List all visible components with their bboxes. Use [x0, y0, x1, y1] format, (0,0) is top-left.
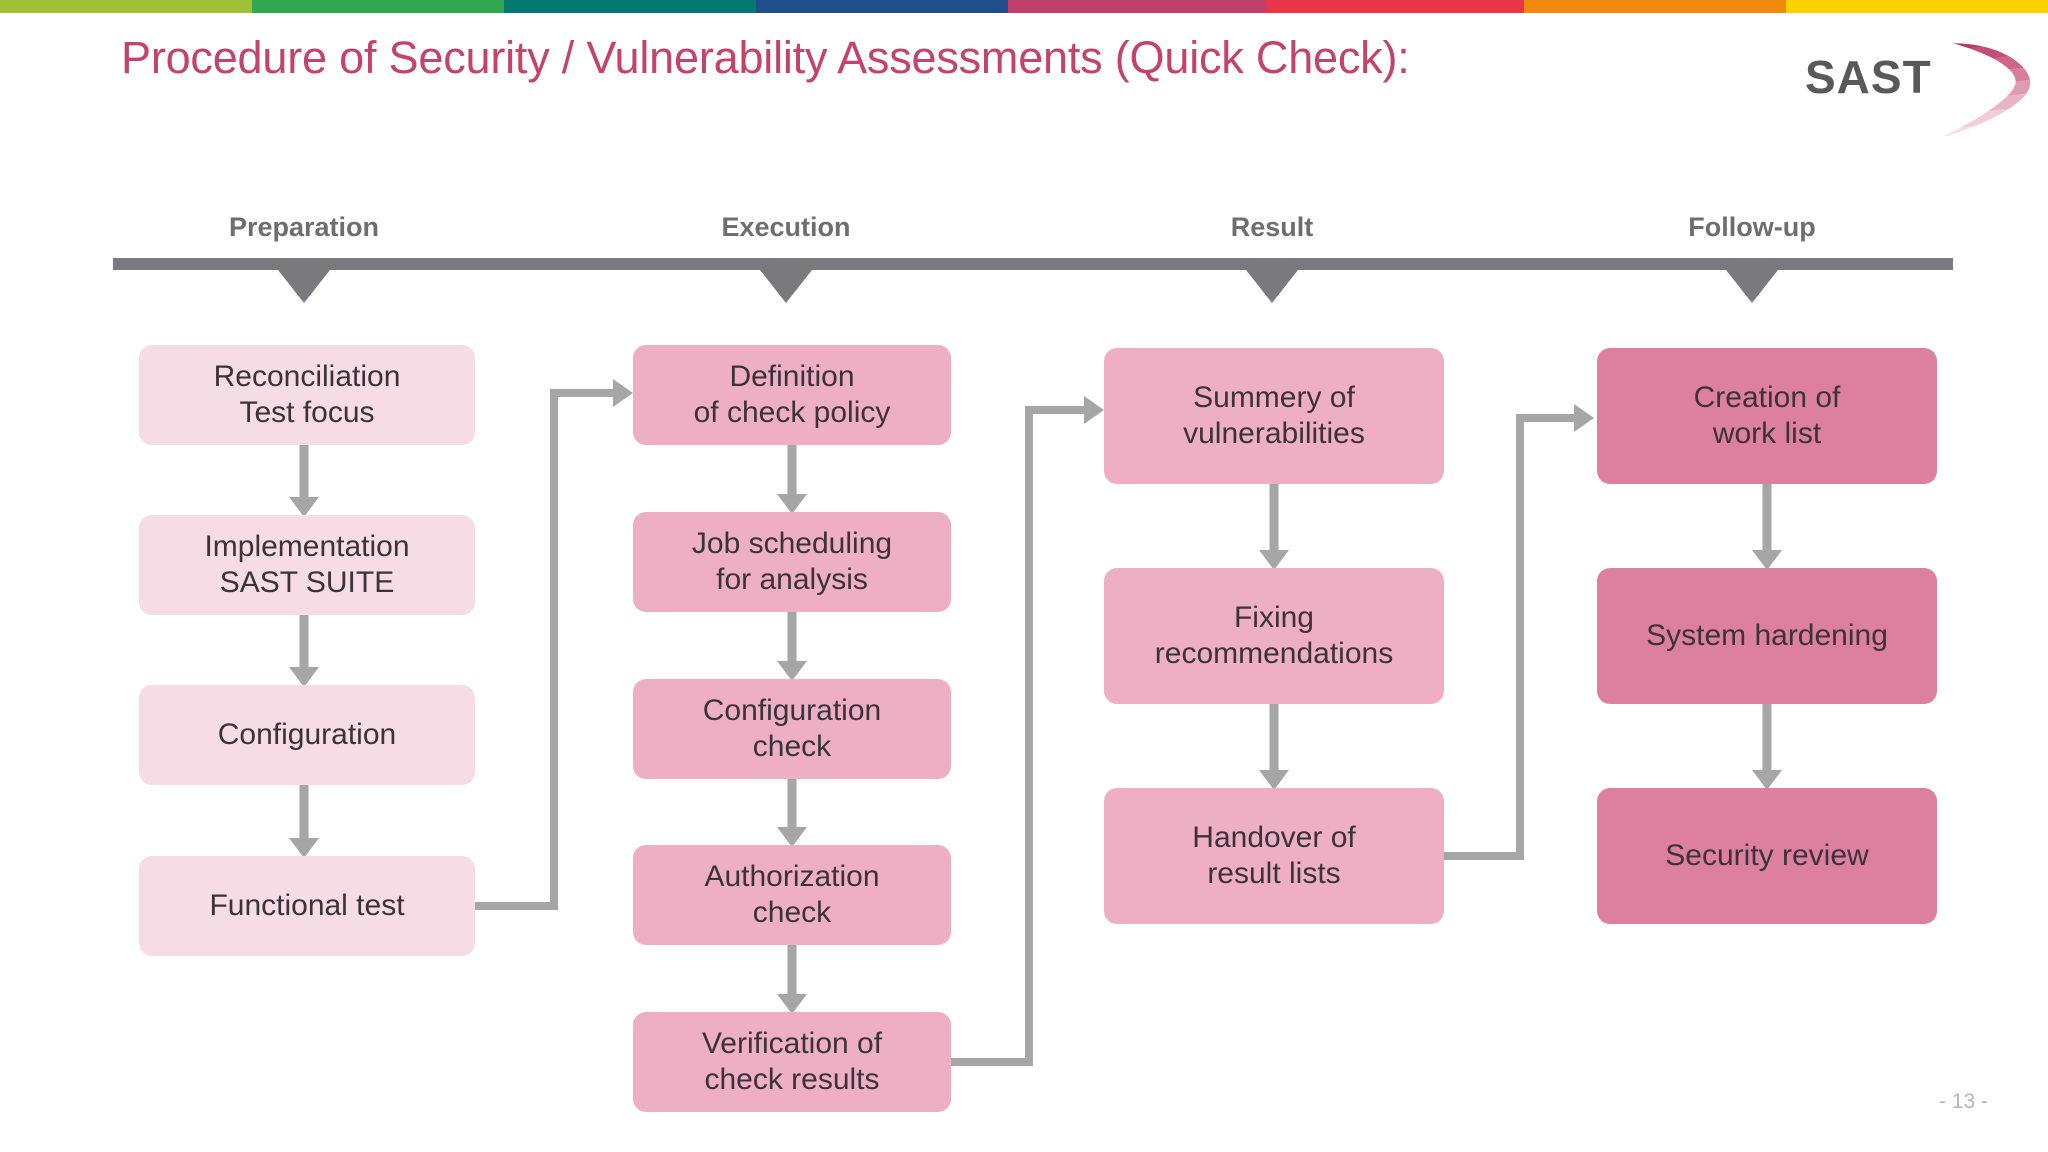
connector-shaft-preparation-3-to-4: [299, 785, 309, 838]
connector-shaft-follow-up-1-to-2: [1762, 484, 1772, 550]
timeline-marker-follow-up: [1726, 270, 1778, 303]
timeline-marker-result: [1246, 270, 1298, 303]
phase-header-preparation: Preparation: [228, 212, 380, 242]
ribbon-segment-green: [252, 0, 504, 13]
top-color-ribbon: [0, 0, 2048, 13]
connector-arrow-execution-2-to-3: [777, 661, 807, 681]
process-box-label: System hardening: [1646, 619, 1888, 652]
connector-seg-exec-to-result-h1: [951, 1058, 1033, 1066]
connector-arrow-preparation-2-to-3: [289, 667, 319, 687]
process-box-follow-up-3[interactable]: Security review: [1597, 788, 1937, 924]
ribbon-segment-orange: [1524, 0, 1786, 13]
ribbon-segment-lime-green: [0, 0, 252, 13]
connector-shaft-preparation-2-to-3: [299, 615, 309, 667]
connector-seg-result-to-follow-v: [1516, 414, 1524, 860]
process-box-label: Configuration: [217, 718, 397, 751]
ribbon-segment-red: [1266, 0, 1524, 13]
connector-arrow-execution-1-to-2: [777, 494, 807, 514]
connector-arrow-execution-3-to-4: [777, 827, 807, 847]
logo-swoosh-icon: [1930, 36, 2035, 136]
process-box-label: Security review: [1665, 839, 1869, 872]
page-number: - 13 -: [1938, 1090, 1988, 1113]
connector-seg-prep-to-exec-v: [550, 389, 558, 910]
process-box-label: Functional test: [209, 889, 405, 922]
process-box-follow-up-2[interactable]: System hardening: [1597, 568, 1937, 704]
connector-seg-prep-to-exec-h1: [475, 902, 558, 910]
connector-arrow-exec-to-result: [1084, 396, 1104, 424]
page-title: Procedure of Security / Vulnerability As…: [121, 32, 1410, 83]
connector-seg-result-to-follow-h1: [1444, 852, 1524, 860]
connector-shaft-execution-3-to-4: [787, 779, 797, 827]
connector-seg-prep-to-exec-h2: [550, 389, 617, 397]
connector-arrow-prep-to-exec: [613, 379, 633, 407]
connector-arrow-execution-4-to-5: [777, 994, 807, 1014]
connector-shaft-preparation-1-to-2: [299, 445, 309, 497]
connector-seg-exec-to-result-v: [1025, 406, 1033, 1066]
connector-arrow-result-2-to-3: [1259, 770, 1289, 790]
connector-shaft-result-2-to-3: [1269, 704, 1279, 770]
connector-arrow-follow-up-1-to-2: [1752, 550, 1782, 570]
connector-arrow-result-1-to-2: [1259, 550, 1289, 570]
connector-arrow-preparation-3-to-4: [289, 838, 319, 858]
connector-arrow-preparation-1-to-2: [289, 497, 319, 517]
timeline-marker-execution: [760, 270, 812, 303]
logo-wordmark: SAST: [1805, 51, 1932, 103]
connector-shaft-execution-4-to-5: [787, 945, 797, 994]
connector-seg-result-to-follow-h2: [1516, 414, 1578, 422]
timeline-marker-preparation: [278, 270, 330, 303]
connector-shaft-execution-2-to-3: [787, 612, 797, 661]
phase-header-execution: Execution: [721, 212, 851, 242]
connector-shaft-result-1-to-2: [1269, 484, 1279, 550]
connector-arrow-result-to-follow: [1574, 404, 1594, 432]
phase-header-result: Result: [1230, 212, 1314, 242]
connector-arrow-follow-up-2-to-3: [1752, 770, 1782, 790]
connector-shaft-execution-1-to-2: [787, 445, 797, 494]
connector-shaft-follow-up-2-to-3: [1762, 704, 1772, 770]
ribbon-segment-yellow: [1786, 0, 2048, 13]
connector-seg-exec-to-result-h2: [1025, 406, 1088, 414]
sast-logo: SAST: [1805, 36, 2035, 136]
timeline-bar: [113, 258, 1953, 270]
ribbon-segment-blue: [756, 0, 1008, 13]
ribbon-segment-magenta: [1008, 0, 1266, 13]
process-box-preparation-4[interactable]: Functional test: [139, 856, 475, 956]
phase-header-follow-up: Follow-up: [1688, 212, 1816, 242]
process-box-preparation-3[interactable]: Configuration: [139, 685, 475, 785]
ribbon-segment-teal: [504, 0, 756, 13]
